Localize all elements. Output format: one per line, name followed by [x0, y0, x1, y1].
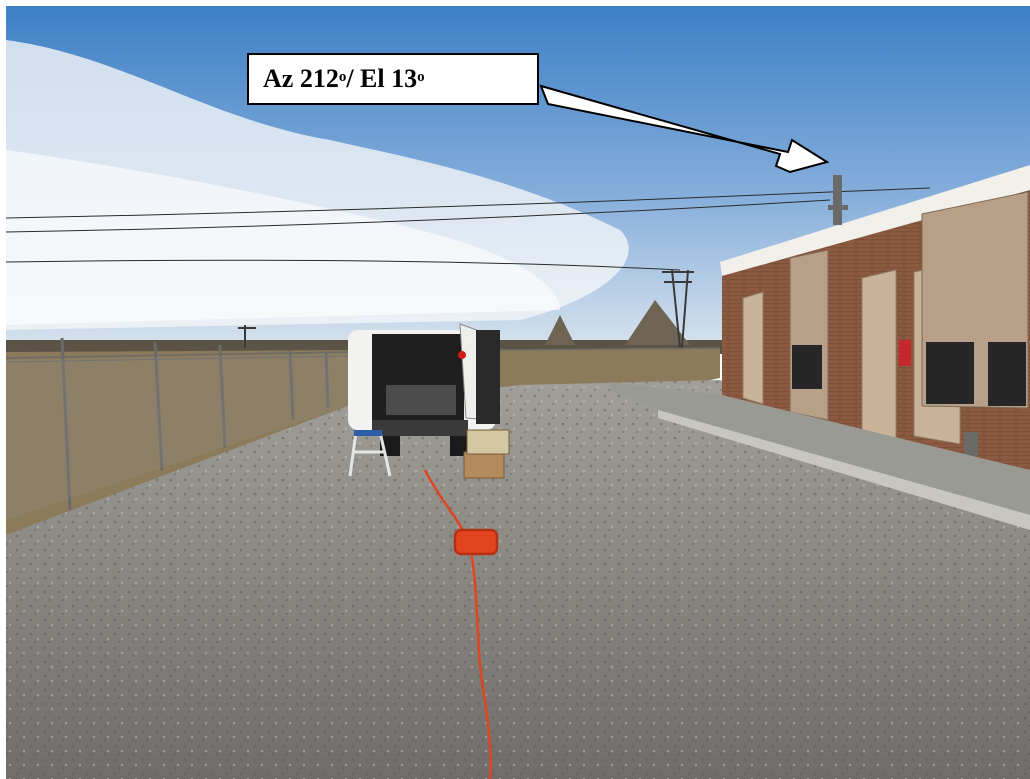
door-2 [861, 269, 897, 441]
azimuth-text: Az 212 [263, 64, 339, 93]
chain-link-fence [5, 337, 721, 520]
door-1 [742, 291, 764, 405]
power-lines [5, 187, 931, 271]
cardboard-boxes [463, 429, 510, 479]
extension-cord [423, 469, 499, 779]
pointer-arrow [539, 84, 830, 174]
elevation-text: / El 13 [346, 64, 418, 93]
transmission-tower [238, 269, 694, 349]
step-ladder [348, 430, 392, 477]
antenna-mast [828, 175, 848, 225]
van [348, 323, 500, 456]
fire-extinguisher [899, 340, 911, 366]
gravel-lot [6, 380, 1030, 779]
vent-panel-1 [789, 249, 829, 421]
elevation-degree-mark: o [417, 68, 425, 85]
equipment-building [720, 165, 1030, 470]
roof-trim [720, 165, 1030, 276]
azimuth-degree-mark: o [338, 68, 347, 85]
